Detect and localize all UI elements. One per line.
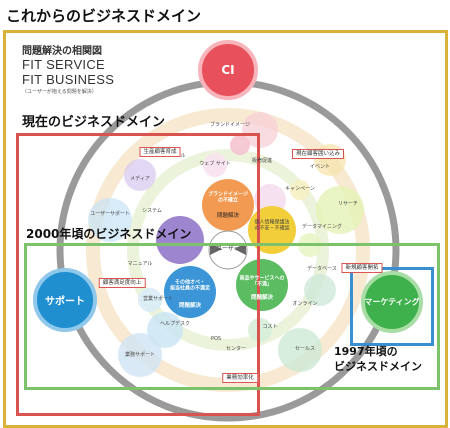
y1997-domain-label-1: 1997年頃の <box>334 345 398 358</box>
personal-info-line2: の不安・不確認 <box>254 225 290 231</box>
user-label: ユーザー <box>216 245 240 253</box>
database-label: データベース <box>307 266 337 273</box>
legend-note: （ユーザーが抱える問題を解決） <box>22 89 97 95</box>
legend-line2: FIT BUSINESS <box>22 72 115 87</box>
ci-circle <box>198 40 258 100</box>
manual-label: マニュアル <box>127 261 153 268</box>
personal-info-line1: 個人情報保護法 <box>254 219 290 226</box>
page-title: これからのビジネスドメイン <box>6 7 202 25</box>
sales-promo-label: 販売促進 <box>251 158 273 165</box>
current-domain-label: 現在のビジネスドメイン <box>22 115 166 130</box>
brand-image-label: ブランドイメージ <box>210 122 250 129</box>
y2000-domain-label: 2000年頃のビジネスドメイン <box>26 227 192 241</box>
user-support-circle <box>156 216 204 264</box>
service-problem-label: 商品やサービスへの 「不満」 <box>239 275 285 288</box>
business-support-label: 業務サポート <box>124 352 156 359</box>
pos-label: POS <box>210 336 222 343</box>
y1997-domain-frame <box>350 267 434 346</box>
tag-efficiency: 業務効率化 <box>222 372 258 384</box>
research-label: リサーチ <box>337 201 359 208</box>
brand-problem-circle <box>202 179 254 231</box>
helpdesk-label: ヘルプデスク <box>159 321 191 328</box>
company-problem-circle <box>164 266 216 318</box>
tag-new-customer: 新規顧客開拓 <box>341 262 383 274</box>
ci-label: CI <box>221 63 235 77</box>
problem-solve-label-3: 問題解決 <box>178 302 202 309</box>
service-problem-line1: 商品やサービスへの <box>239 275 285 282</box>
current-domain-frame <box>16 133 260 416</box>
event-label: イベント <box>309 164 331 171</box>
web-label: ウェブ サイト <box>199 161 231 168</box>
sales-label: セールス <box>294 346 316 353</box>
company-problem-line1: その他オペ・ <box>174 279 206 286</box>
campaign-label: キャンペーン <box>285 186 315 193</box>
support-circle <box>33 268 97 332</box>
center-label: センター <box>225 346 247 353</box>
company-problem-line2: 担当社員の不満足 <box>169 285 211 291</box>
legend-line1: FIT SERVICE <box>22 57 106 72</box>
service-problem-circle <box>236 259 288 311</box>
data-mining-label: データマイニング <box>301 224 343 231</box>
support-label: サポート <box>45 296 85 308</box>
user-support-label: ユーザーサポート <box>90 211 130 218</box>
marketing-circle <box>361 271 423 333</box>
company-problem-label: その他オペ・ 担当社員の不満足 <box>169 279 211 292</box>
tag-production: 生産顧客育成 <box>139 146 181 158</box>
service-problem-line2: 「不満」 <box>251 281 273 287</box>
problem-solve-label-2: 問題解決 <box>250 294 274 301</box>
cost-label: コスト <box>262 324 278 331</box>
marketing-label: マーケティング <box>364 297 420 307</box>
brand-center-line1: ブランドイメージ <box>208 191 248 198</box>
y1997-domain-label-2: ビジネスドメイン <box>334 360 422 373</box>
problem-solve-label-1: 問題解決 <box>216 212 240 219</box>
outer-frame <box>3 30 448 428</box>
personal-info-label: 個人情報保護法 の不安・不確認 <box>254 219 290 232</box>
eigyo-label: 営業サポート <box>142 296 174 303</box>
user-circle <box>208 230 248 270</box>
online-label: オンライン <box>292 301 318 308</box>
brand-center-label: ブランドイメージ の不確立 <box>208 191 248 204</box>
tag-satisfaction: 顧客満足度向上 <box>98 277 146 289</box>
media-label: メディア <box>130 176 150 183</box>
tag-customer-target: 現在顧客囲い込み <box>291 148 345 160</box>
brand-center-line2: の不確立 <box>217 197 238 203</box>
y2000-domain-frame <box>24 243 440 390</box>
legend-heading: 問題解決の相関図 <box>22 46 102 57</box>
system-label: システム <box>142 208 162 215</box>
personal-info-circle <box>248 206 296 254</box>
